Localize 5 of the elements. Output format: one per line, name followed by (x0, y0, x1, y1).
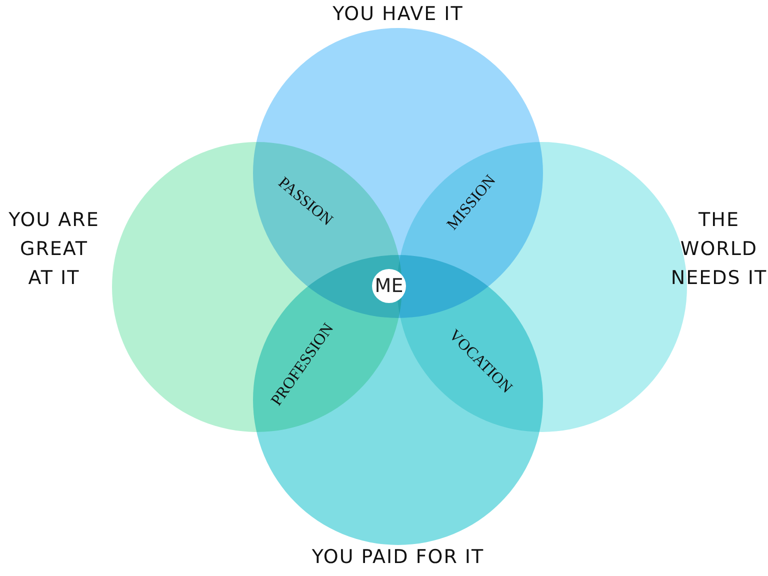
center-label: ME (374, 275, 404, 297)
circle-label: YOU HAVE IT (332, 2, 464, 27)
circle-label: THE WORLD NEEDS IT (670, 208, 768, 291)
circle-label: YOU PAID FOR IT (310, 545, 486, 570)
circle-label: YOU ARE GREAT AT IT (8, 208, 100, 291)
